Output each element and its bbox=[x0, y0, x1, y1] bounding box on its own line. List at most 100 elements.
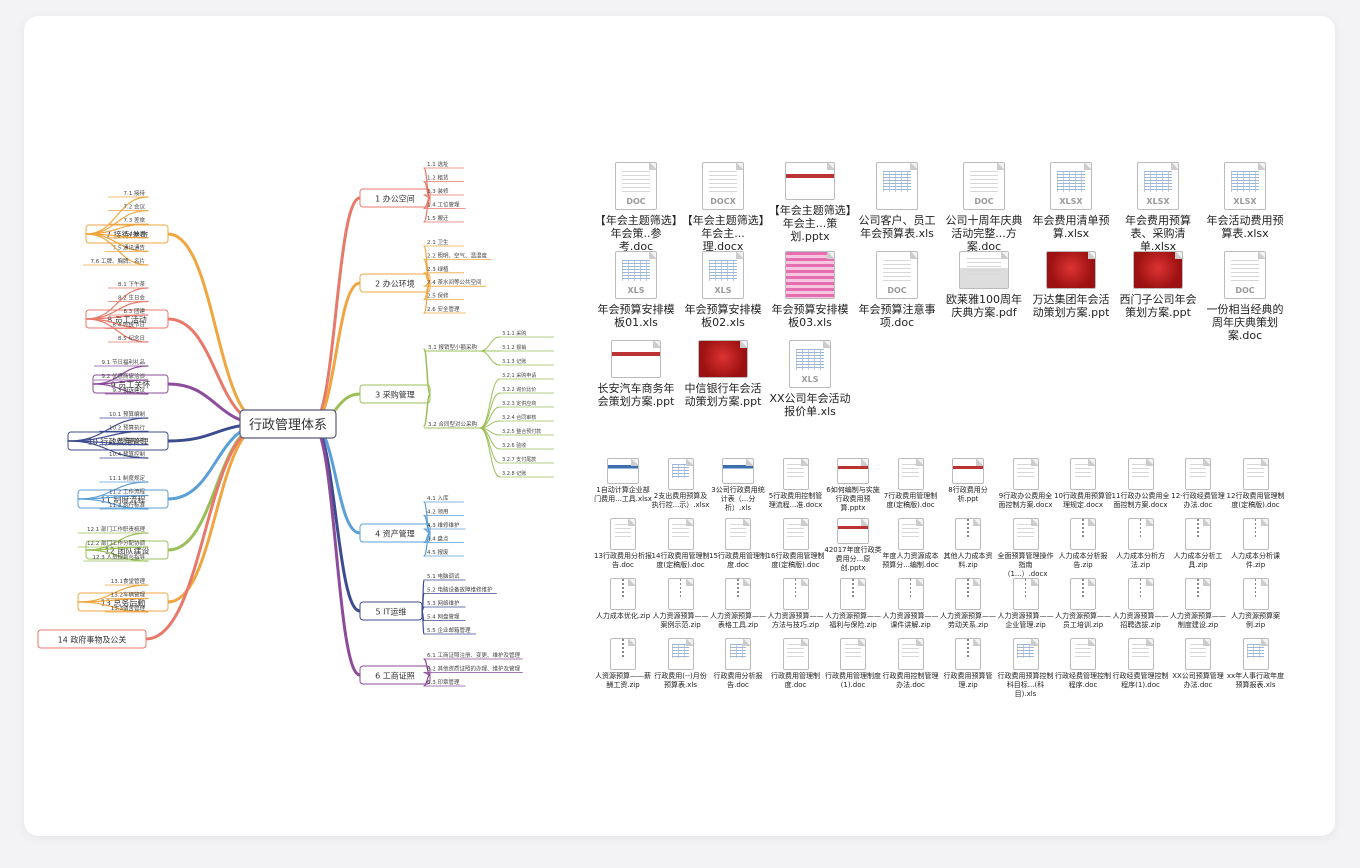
file-name: 行政费用控制管理办法.doc bbox=[882, 672, 939, 689]
file-item[interactable]: 行政费用控制管理办法.doc bbox=[882, 638, 940, 690]
mindmap-connector bbox=[423, 348, 431, 395]
file-item[interactable]: 行政费用预算控制科目标...(科目).xls bbox=[997, 638, 1055, 699]
file-item[interactable]: 6如何编制与实施行政费用预算.pptx bbox=[824, 458, 882, 513]
file-item[interactable]: 12行政费用管理制度(定稿版).doc bbox=[1227, 458, 1285, 510]
file-item[interactable]: 公司客户、员工年会预算表.xls bbox=[855, 162, 939, 240]
file-name: 人资源预算——薪酬工资.zip bbox=[595, 672, 651, 689]
file-item[interactable]: 11行政办公费用全面控制方案.docx bbox=[1112, 458, 1170, 510]
file-item[interactable]: 人力成本分析方法.zip bbox=[1112, 518, 1170, 570]
file-item[interactable]: 人力资源预算——招聘选拔.zip bbox=[1112, 578, 1170, 630]
file-item[interactable]: 7行政费用管理制度(定稿版).doc bbox=[882, 458, 940, 510]
file-item[interactable]: 行政费用分析报告.doc bbox=[709, 638, 767, 690]
file-item[interactable]: 人力成本分析课件.zip bbox=[1227, 518, 1285, 570]
file-item[interactable]: 行政经费管理控制程序.doc bbox=[1054, 638, 1112, 690]
file-item[interactable]: 人力资源预算——案例示范.zip bbox=[652, 578, 710, 630]
zip-archive-icon bbox=[897, 578, 924, 610]
file-item[interactable]: DOCX 【年会主题筛选】年会主...理.docx bbox=[681, 162, 765, 253]
file-item[interactable]: 全面预算管理操作指南（1...）.docx bbox=[997, 518, 1055, 579]
file-item[interactable]: 人力资源预算——表格工具.zip bbox=[709, 578, 767, 630]
zip-archive-icon bbox=[1012, 578, 1039, 610]
file-item[interactable]: 9行政办公费用全面控制方案.docx bbox=[997, 458, 1055, 510]
zip-archive-icon bbox=[840, 578, 866, 610]
file-item[interactable]: 人力资源预算案例.zip bbox=[1227, 578, 1285, 630]
file-name: 人力成本优化.zip bbox=[595, 612, 651, 620]
file-name: 【年会主题筛选】年会策..参考.doc bbox=[594, 214, 678, 253]
file-item[interactable]: 13行政费用分析报告.doc bbox=[594, 518, 652, 570]
branch-label: 14 政府事物及公关 bbox=[58, 635, 127, 645]
file-item[interactable]: 1自动计算企业部门费用...工具.xlsx bbox=[594, 458, 652, 504]
file-name: 公司客户、员工年会预算表.xls bbox=[858, 214, 936, 240]
file-item[interactable]: 行政费用预算管理.zip bbox=[939, 638, 997, 690]
file-item[interactable]: 人资源预算——薪酬工资.zip bbox=[594, 638, 652, 690]
presentation-icon bbox=[1133, 251, 1183, 289]
file-item[interactable]: 行政经费管理控制程序(1).doc bbox=[1112, 638, 1170, 690]
file-item[interactable]: 欧莱雅100周年庆典方案.pdf bbox=[942, 251, 1026, 319]
file-item[interactable]: 行政费用管理制度.doc bbox=[767, 638, 825, 690]
leaf-label: 7.4 快递 bbox=[124, 230, 146, 238]
file-item[interactable]: 2支出费用预算及执行控...示）.xlsx bbox=[652, 458, 710, 510]
file-item[interactable]: 8行政费用分析.ppt bbox=[939, 458, 997, 504]
document-icon: DOCX bbox=[702, 162, 744, 210]
file-item[interactable]: 【年会主题筛选】年会主...策划.pptx bbox=[768, 162, 852, 243]
leaf-label: 3.2.2 询价比价 bbox=[502, 386, 536, 393]
file-item[interactable]: 人力资源预算——企业管理.zip bbox=[997, 578, 1055, 630]
file-item[interactable]: 人力成本分析报告.zip bbox=[1054, 518, 1112, 570]
file-name: 11行政办公费用全面控制方案.docx bbox=[1111, 492, 1170, 509]
file-item[interactable]: DOC【年会主题筛选】年会策..参考.doc bbox=[594, 162, 678, 253]
file-item[interactable]: 万达集团年会活动策划方案.ppt bbox=[1029, 251, 1113, 319]
file-item[interactable]: 5行政费用控制管理流程...准.docx bbox=[767, 458, 825, 510]
file-item[interactable]: 12-行政经费管理办法.doc bbox=[1169, 458, 1227, 510]
file-name: 年会预算安排模板01.xls bbox=[597, 303, 675, 329]
file-name: 【年会主题筛选】年会主...理.docx bbox=[681, 214, 765, 253]
file-item[interactable]: 15行政费用管理制度.doc bbox=[709, 518, 767, 570]
file-item[interactable]: 人力资源预算——课件讲解.zip bbox=[882, 578, 940, 630]
leaf-label: 1.5 搬迁 bbox=[427, 214, 449, 222]
file-item[interactable]: 年度人力资源成本预算分...编制.doc bbox=[882, 518, 940, 570]
file-item[interactable]: 行政费用(--)月份预算表.xls bbox=[652, 638, 710, 690]
branch-label: 13 总务后勤 bbox=[101, 598, 146, 608]
file-name: 人力资源预算——福利与保险.zip bbox=[825, 612, 881, 629]
file-item[interactable]: 人力资源预算——劳动关系.zip bbox=[939, 578, 997, 630]
file-item[interactable]: 年会预算安排模板03.xls bbox=[768, 251, 852, 329]
file-item[interactable]: 42017年度行政类费用分...原创.pptx bbox=[824, 518, 882, 573]
file-item[interactable]: 其他人力成本资料.zip bbox=[939, 518, 997, 570]
file-item[interactable]: 10行政费用预算管理规定.docx bbox=[1054, 458, 1112, 510]
zip-archive-icon bbox=[955, 638, 981, 670]
file-item[interactable]: 人力成本优化.zip bbox=[594, 578, 652, 621]
file-item[interactable]: 人力成本分析工具.zip bbox=[1169, 518, 1227, 570]
file-item[interactable]: 3公司行政费用统计表（...分析）.xls bbox=[709, 458, 767, 513]
file-name: 8行政费用分析.ppt bbox=[948, 486, 988, 503]
file-item[interactable]: 长安汽车商务年会策划方案.ppt bbox=[594, 340, 678, 408]
file-item[interactable]: XX公司预算管理办法.doc bbox=[1169, 638, 1227, 690]
file-item[interactable]: 人力资源预算——方法与技巧.zip bbox=[767, 578, 825, 630]
file-item[interactable]: xx年人事行政年度预算报表.xls bbox=[1227, 638, 1285, 690]
file-item[interactable]: 人力资源预算——制度建设.zip bbox=[1169, 578, 1227, 630]
document-icon: DOC bbox=[963, 162, 1005, 210]
spreadsheet-icon: XLSX bbox=[1137, 162, 1179, 210]
file-item[interactable]: 14行政费用管理制度(定稿版).doc bbox=[652, 518, 710, 570]
leaf-label: 5.1 电脑调试 bbox=[427, 572, 460, 580]
file-name: 12-行政经费管理办法.doc bbox=[1171, 492, 1225, 509]
document-icon bbox=[782, 518, 809, 550]
file-item[interactable]: 行政费用管理制度(1).doc bbox=[824, 638, 882, 690]
file-item[interactable]: 中信银行年会活动策划方案.ppt bbox=[681, 340, 765, 408]
file-item[interactable]: 人力资源预算——福利与保险.zip bbox=[824, 578, 882, 630]
file-item[interactable]: 人力资源预算——员工培训.zip bbox=[1054, 578, 1112, 630]
file-item[interactable]: 西门子公司年会策划方案.ppt bbox=[1116, 251, 1200, 319]
leaf-label: 3.1 报销型小额采购 bbox=[428, 343, 477, 351]
file-name: 16行政费用管理制度(定稿版).doc bbox=[766, 552, 825, 569]
file-item[interactable]: 16行政费用管理制度(定稿版).doc bbox=[767, 518, 825, 570]
file-name: 人力资源预算——课件讲解.zip bbox=[882, 612, 939, 629]
leaf-label: 2.1 卫生 bbox=[427, 238, 449, 246]
file-name: 人力资源预算——员工培训.zip bbox=[1055, 612, 1111, 629]
zip-archive-icon bbox=[955, 518, 981, 550]
